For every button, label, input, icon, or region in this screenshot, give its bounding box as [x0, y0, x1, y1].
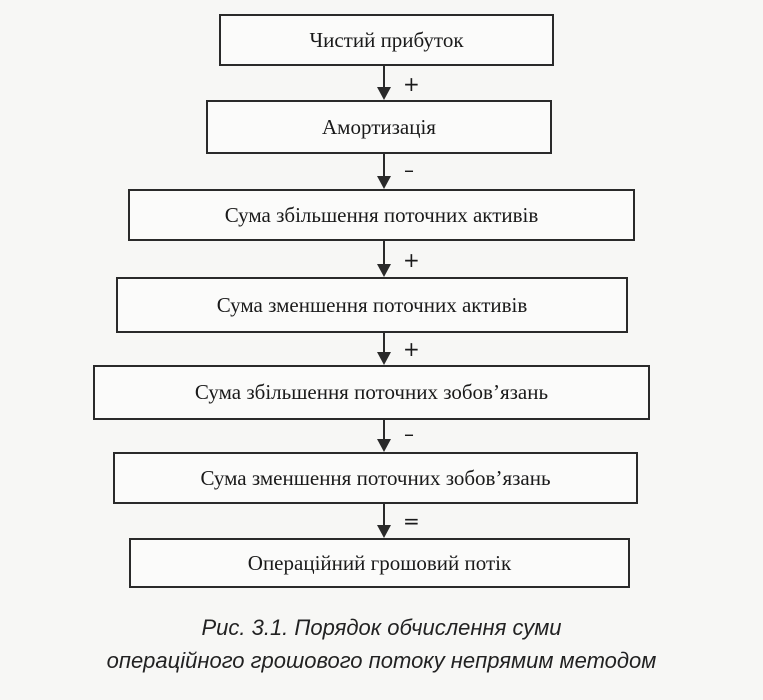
- step-label: Чистий прибуток: [309, 27, 464, 52]
- step-box-current-assets-decrease: Сума зменшення поточних активів: [116, 277, 628, 333]
- arrow-down-icon: [369, 66, 399, 100]
- operator-plus: +: [403, 248, 420, 272]
- step-box-amortization: Амортизація: [206, 100, 552, 154]
- step-label: Сума зменшення поточних активів: [216, 292, 528, 317]
- step-box-operating-cash-flow: Операційний грошовий потік: [129, 538, 630, 588]
- step-label: Операційний грошовий потік: [247, 550, 512, 575]
- step-label: Сума збільшення поточних активів: [224, 202, 539, 227]
- step-box-current-liabilities-increase: Сума збільшення поточних зобов’язань: [93, 365, 650, 420]
- figure-caption-line-2: операційного грошового потоку непрямим м…: [106, 648, 657, 673]
- step-box-current-assets-increase: Сума збільшення поточних активів: [128, 189, 635, 241]
- operator-minus: –: [404, 158, 414, 182]
- arrow-down-icon: [369, 420, 399, 452]
- step-box-current-liabilities-decrease: Сума зменшення поточних зобов’язань: [113, 452, 638, 504]
- arrow-down-icon: [369, 504, 399, 538]
- step-label: Амортизація: [322, 114, 436, 139]
- operator-minus: –: [404, 422, 414, 446]
- arrow-down-icon: [369, 241, 399, 277]
- step-label: Сума збільшення поточних зобов’язань: [194, 380, 549, 404]
- step-label: Сума зменшення поточних зобов’язань: [200, 465, 551, 490]
- step-box-net-profit: Чистий прибуток: [219, 14, 554, 66]
- arrow-down-icon: [369, 154, 399, 189]
- operator-plus: +: [403, 337, 420, 361]
- arrow-down-icon: [369, 333, 399, 365]
- figure-caption-line-1: Рис. 3.1. Порядок обчислення суми: [201, 615, 562, 640]
- operator-equals: =: [403, 509, 420, 533]
- operator-plus: +: [403, 72, 420, 96]
